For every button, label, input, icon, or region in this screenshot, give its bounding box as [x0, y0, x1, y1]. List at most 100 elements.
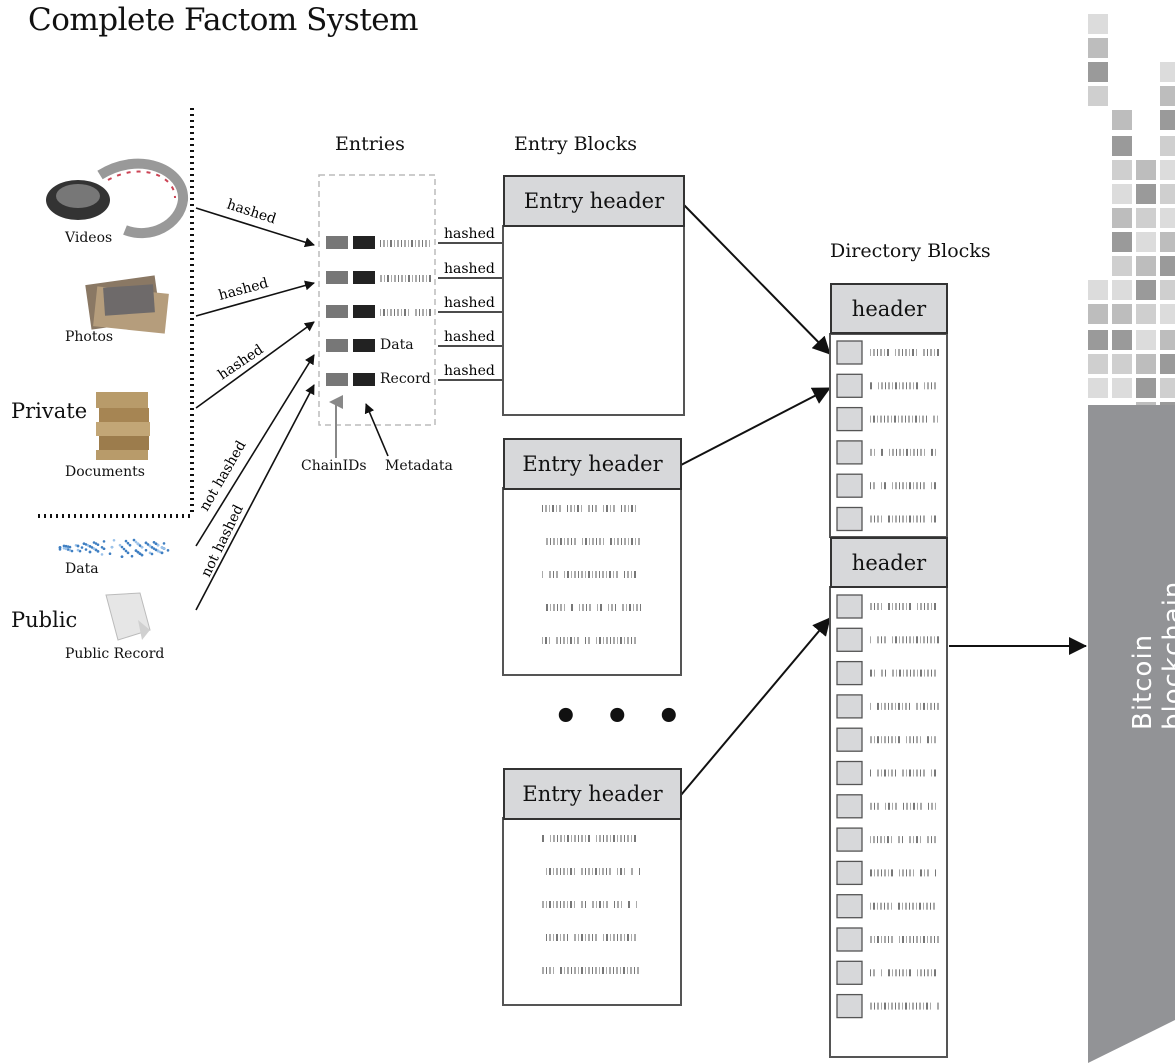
- directory-entry-line: [870, 869, 936, 877]
- bitcoin-pixel: [1112, 280, 1132, 300]
- metadata-label: Metadata: [385, 458, 453, 474]
- data-point: [76, 544, 80, 548]
- data-point: [138, 552, 142, 555]
- directory-entry-line: [870, 669, 936, 677]
- photos-stack-icon: [85, 275, 169, 334]
- bitcoin-pixel: [1088, 280, 1108, 300]
- directory-entry-chip: [836, 694, 863, 719]
- data-point: [146, 543, 150, 546]
- directory-entry-line: [870, 636, 939, 644]
- data-point: [94, 542, 98, 545]
- data-point: [134, 540, 138, 544]
- data-point: [102, 547, 106, 551]
- data-point: [84, 543, 88, 546]
- bitcoin-pixel: [1160, 280, 1175, 300]
- bitcoin-pixel: [1160, 110, 1175, 130]
- bitcoin-pixel: [1112, 304, 1132, 324]
- bitcoin-pixel: [1160, 208, 1175, 228]
- bitcoin-pixel: [1160, 330, 1175, 350]
- data-point: [166, 549, 170, 552]
- directory-entry-chip: [836, 993, 863, 1019]
- data-point: [126, 551, 130, 555]
- bitcoin-pixel: [1136, 354, 1156, 374]
- data-point: [154, 542, 158, 546]
- data-point: [148, 551, 152, 555]
- data-point: [156, 549, 160, 553]
- data-point: [76, 548, 80, 552]
- data-point: [90, 546, 94, 549]
- bitcoin-pixel: [1112, 160, 1132, 180]
- directory-entry-chip: [836, 827, 863, 852]
- data-not-hashed-arrow: [195, 354, 315, 547]
- bitcoin-pixel: [1136, 208, 1156, 228]
- entry-block-placeholder-lines: [542, 505, 641, 974]
- directory-entry-line: [870, 769, 936, 777]
- bitcoin-pixel: [1112, 232, 1132, 252]
- videos-label: Videos: [65, 230, 113, 246]
- entry-block-line: [546, 604, 641, 611]
- data-point: [62, 546, 66, 550]
- public-record-label: Public Record: [65, 646, 165, 662]
- bitcoin-banner: [1088, 405, 1175, 1063]
- bitcoin-pixel: [1160, 378, 1175, 398]
- entry-block-line: [542, 835, 636, 842]
- data-point: [118, 543, 122, 547]
- entry-block-2-header: Entry header: [503, 438, 682, 490]
- entry-block-2-body: [502, 487, 682, 676]
- directory-entry-chip: [836, 860, 863, 886]
- entry-hashed-label: hashed: [444, 363, 495, 379]
- entry-row-record-label: Record: [380, 371, 431, 387]
- bitcoin-pixel: [1136, 184, 1156, 204]
- data-point: [80, 546, 84, 549]
- documents-stack-icon: [96, 392, 150, 460]
- entry-block-2-to-directory-arrow: [680, 387, 831, 466]
- bitcoin-pixel: [1088, 378, 1108, 398]
- data-scatter-icon: [58, 538, 170, 558]
- bitcoin-pixel: [1160, 160, 1175, 180]
- bitcoin-pixel: [1088, 14, 1108, 34]
- public-record-not-hashed-arrow: [195, 384, 315, 611]
- data-point: [152, 540, 156, 544]
- directory-entry-chip: [836, 406, 863, 432]
- entry-chainid-chip: [326, 373, 348, 386]
- entry-block-1-to-directory-arrow: [683, 204, 831, 355]
- directory-block-1-header: header: [830, 283, 948, 334]
- entry-block-3-header: Entry header: [503, 768, 682, 820]
- entry-block-line: [542, 901, 637, 908]
- directory-entry-chip: [836, 594, 863, 619]
- bitcoin-pixel: [1136, 330, 1156, 350]
- directory-entry-chip: [836, 794, 863, 819]
- entry-metadata-chip: [353, 271, 375, 284]
- directory-entry-line: [870, 448, 936, 456]
- videos-hashed-label: hashed: [225, 197, 278, 228]
- bitcoin-pixel: [1136, 378, 1156, 398]
- directory-block-2-header: header: [830, 537, 948, 588]
- entry-chainid-chip: [326, 236, 348, 249]
- data-point: [94, 548, 98, 552]
- bitcoin-blockchain-label: Bitcoin blockchain: [1128, 580, 1175, 730]
- entry-hashed-label: hashed: [444, 261, 495, 277]
- data-point: [92, 547, 96, 550]
- bitcoin-pixel: [1088, 304, 1108, 324]
- directory-entry-line: [870, 902, 935, 910]
- bitcoin-pixel: [1160, 232, 1175, 252]
- data-point: [110, 545, 114, 549]
- data-point: [120, 545, 124, 549]
- data-point: [124, 539, 128, 543]
- photos-label: Photos: [65, 329, 114, 345]
- directory-entry-line: [870, 802, 936, 810]
- entry-row-data-label: Data: [380, 337, 414, 353]
- public-record-icon: [105, 592, 151, 641]
- directory-block-2-body: [829, 586, 948, 1058]
- data-point: [160, 546, 164, 549]
- entry-hashed-label: hashed: [444, 329, 495, 345]
- entry-block-line: [542, 637, 636, 644]
- data-point: [82, 542, 86, 545]
- directory-entry-chip: [836, 440, 863, 465]
- entry-content-line: [380, 309, 431, 316]
- directory-entry-line: [870, 349, 939, 356]
- data-point: [132, 538, 136, 542]
- directory-entry-chip: [836, 473, 863, 498]
